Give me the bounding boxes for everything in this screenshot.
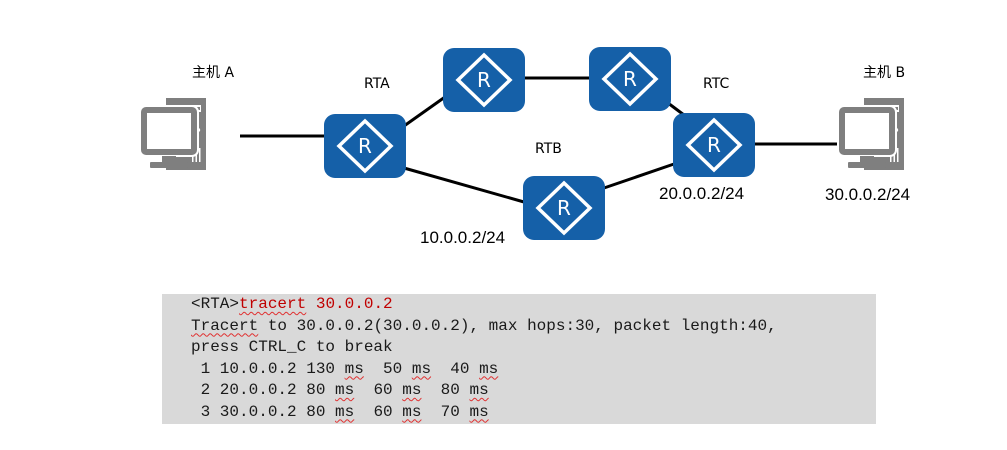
hop-unit: ms (469, 381, 489, 399)
hop-unit: ms (479, 359, 499, 378)
prompt: <RTA> (191, 295, 240, 313)
rtc-label: RTC (703, 76, 730, 92)
break-hint-line: press CTRL_C to break (191, 338, 393, 356)
command-line: <RTA>tracert 30.0.0.2 (191, 294, 876, 316)
network-topology: R (139, 45, 905, 242)
tracert-header-line: Tracert to 30.0.0.2(30.0.0.2), max hops:… (191, 316, 876, 338)
hop-time: 50 (363, 359, 412, 378)
command-arg: 30.0.0.2 (306, 295, 393, 313)
hop-prefix: 1 10.0.0.2 130 (191, 359, 345, 378)
desktop-computer-icon-host-a[interactable] (139, 97, 207, 171)
desktop-computer-icon-host-b[interactable] (837, 97, 905, 171)
hop-unit: ms (402, 381, 422, 399)
hop-prefix: 2 20.0.0.2 80 (191, 381, 336, 399)
router-icon-rtb[interactable] (521, 174, 607, 242)
hop-time: 70 (421, 402, 470, 421)
router-icon-r1[interactable] (441, 46, 527, 114)
hop-unit: ms (344, 359, 364, 378)
hop-row: 2 20.0.0.2 80 ms 60 ms 80 ms (191, 380, 876, 402)
hop-unit: ms (469, 402, 489, 421)
hop-unit: ms (335, 402, 355, 421)
host-a-label: 主机 A (192, 65, 235, 81)
hop-time: 80 (421, 381, 470, 399)
command-word: tracert (239, 295, 307, 313)
host-b-ip-label: 30.0.0.2/24 (825, 185, 911, 204)
hop-unit: ms (335, 381, 355, 399)
link-r2-rtc (667, 101, 685, 117)
tracert-console-output: <RTA>tracert 30.0.0.2 Tracert to 30.0.0.… (162, 294, 876, 424)
rta-label: RTA (364, 76, 390, 92)
tracert-header-rest: to 30.0.0.2(30.0.0.2), max hops:30, pack… (258, 316, 777, 335)
link-rta-rtb (403, 166, 525, 204)
link-rta-r1 (403, 95, 446, 128)
rtb-ip-label: 10.0.0.2/24 (420, 228, 506, 247)
host-b-label: 主机 B (863, 65, 906, 81)
hop-time: 40 (431, 359, 480, 378)
router-icon-rtc[interactable] (671, 111, 757, 179)
hop-prefix: 3 30.0.0.2 80 (191, 402, 336, 421)
tracert-word: Tracert (191, 316, 259, 335)
hop-row: 1 10.0.0.2 130 ms 50 ms 40 ms (191, 359, 876, 381)
rtc-ip-label: 20.0.0.2/24 (659, 184, 745, 203)
router-icon-r2[interactable] (587, 45, 673, 113)
link-rtb-rtc (603, 162, 675, 190)
rtb-label: RTB (535, 141, 562, 157)
hop-row: 3 30.0.0.2 80 ms 60 ms 70 ms (191, 402, 876, 424)
hop-time: 60 (354, 381, 403, 399)
router-icon-rta[interactable] (322, 112, 408, 180)
hop-time: 60 (354, 402, 403, 421)
hop-unit: ms (402, 402, 422, 421)
hop-unit: ms (411, 359, 432, 378)
